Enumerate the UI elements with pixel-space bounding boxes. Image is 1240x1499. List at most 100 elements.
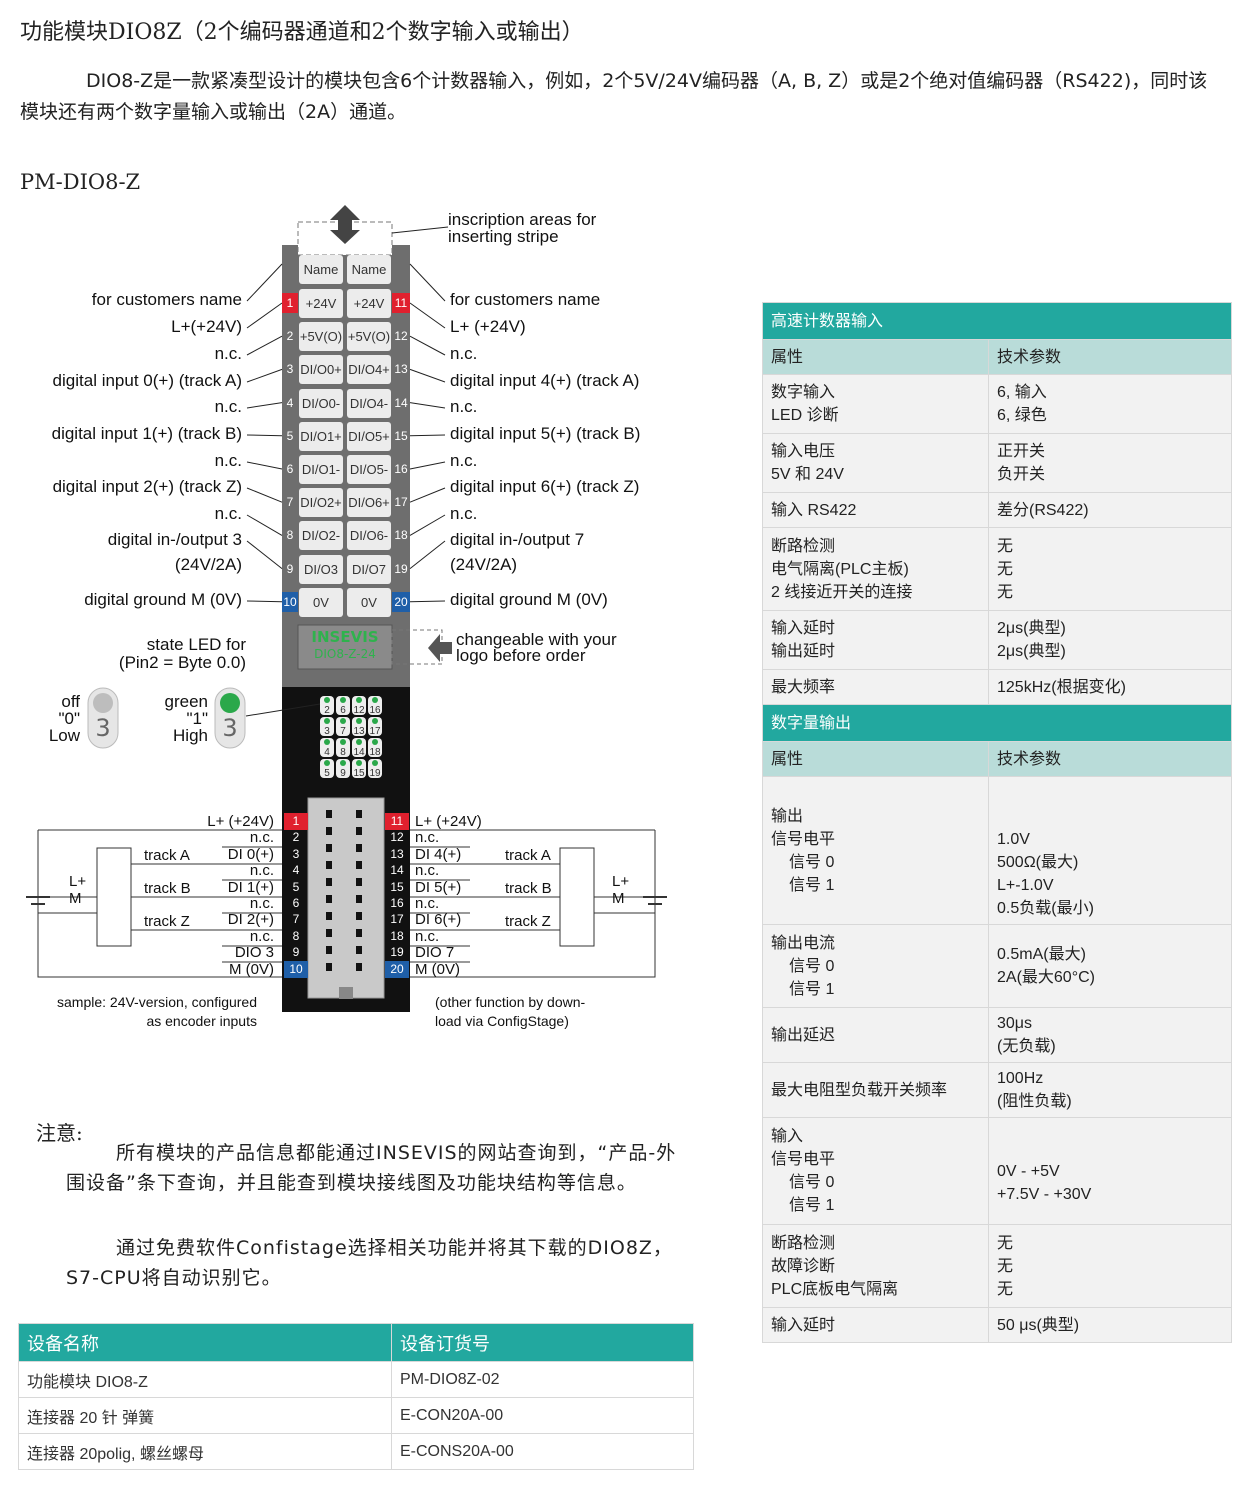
terminal-cell-left: DI/O0- [299, 388, 343, 418]
spec-attr-line: 输入延时 [771, 1316, 836, 1334]
pin-number-left: 8 [286, 528, 294, 543]
spec-attr-line: 输出延时 [771, 643, 836, 660]
wire-label-left: DI 1(+) [227, 878, 274, 896]
off-value: "0" [58, 709, 80, 728]
terminal-cell-left: DI/O3 [299, 554, 343, 584]
side-label-left: digital in-/output 3 [107, 530, 242, 549]
wire-pin-right: 19 [390, 945, 404, 960]
spec-attr-line: 信号 1 [789, 1197, 835, 1214]
led-number: 15 [353, 768, 365, 779]
spec-value-line: (无负载) [997, 1038, 1056, 1055]
track-z-left: track Z [144, 913, 190, 930]
spec-attr-line: 2 线接近开关的连接 [771, 583, 913, 601]
side-label-left: n.c. [214, 451, 242, 470]
terminal-cell-left: DI/O1- [299, 455, 343, 484]
wire-pin-left: 5 [292, 879, 300, 894]
wire-label-right: DI 6(+) [415, 911, 462, 929]
terminal-cell-right: DI/O5+ [347, 421, 391, 451]
spec-attr-line: LED 诊断 [771, 407, 839, 424]
order-cell: E-CON20A-00 [391, 1397, 694, 1434]
side-label-left: (24V/2A) [174, 555, 242, 574]
side-label-left: digital input 2(+) (track Z) [52, 477, 242, 496]
led-indicator [368, 696, 382, 715]
pin-number-right: 19 [394, 561, 408, 576]
spec-attr-cell: 最大频率 [762, 669, 989, 705]
off-level: Low [48, 726, 80, 745]
wire-label-right: DI 5(+) [415, 878, 462, 896]
pin-number-right: 18 [394, 528, 408, 543]
led-number: 7 [340, 726, 346, 737]
page-title: 功能模块DIO8Z（2个编码器通道和2个数字输入或输出） [20, 20, 584, 45]
spec-value-line: +7.5V - +30V [997, 1186, 1092, 1203]
pin-number-right: 15 [394, 428, 408, 443]
led-number: 17 [369, 726, 381, 737]
wire-pin-left: 4 [292, 863, 300, 878]
wire-pin-left: 1 [284, 813, 308, 830]
spec-value-line: 6, 绿色 [997, 407, 1047, 424]
order-cell: PM-DIO8Z-02 [391, 1361, 694, 1398]
spec-value-cell: 30μs(无负载) [988, 1007, 1232, 1063]
side-label-left: for customers name [91, 290, 242, 309]
track-z-right: track Z [505, 913, 551, 930]
spec-attr-cell: 输入 RS422 [762, 492, 989, 528]
track-a-right: track A [505, 847, 551, 864]
wire-label-left: n.c. [249, 927, 274, 945]
side-label-left: L+(+24V) [171, 317, 242, 336]
spec-attr-line: 输入 RS422 [771, 501, 857, 519]
wire-label-right: DIO 7 [415, 944, 455, 962]
led-indicator [320, 759, 334, 778]
spec-value-line: 无 [997, 537, 1014, 555]
led-indicator [320, 717, 334, 736]
side-label-right: n.c. [450, 504, 478, 523]
led-number: 3 [324, 726, 330, 737]
terminal-cell-left: DI/O2- [299, 521, 343, 551]
wire-label-left: n.c. [249, 829, 274, 847]
led-on-digit: 3 [222, 714, 238, 742]
spec-attr-line: 5V 和 24V [771, 466, 844, 483]
spec-attr-line: 输入电压 [771, 443, 836, 460]
spec-attr-line: 输入延时 [771, 620, 836, 637]
spec-attr-cell: 输入延时输出延时 [762, 610, 989, 670]
track-b-right: track B [505, 880, 552, 897]
spec-value-line: 6, 输入 [997, 384, 1047, 401]
spec-section-row: 高速计数器输入 [762, 302, 1232, 340]
wire-label-left: n.c. [249, 895, 274, 912]
order-header-number: 设备订货号 [391, 1323, 694, 1362]
spec-value-line [997, 805, 1223, 828]
connector-plug [307, 797, 385, 999]
note-paragraph-1: 所有模块的产品信息都能通过INSEVIS的网站查询到，“产品-外围设备”条下查询… [66, 1142, 677, 1194]
led-indicator [368, 738, 382, 757]
supply-lplus-right: L+ [612, 873, 630, 890]
spec-attr-cell: 输入电压 5V 和 24V [762, 433, 989, 493]
spec-attr-line: 数字输入 [771, 384, 836, 401]
spec-section-title: 数字量输出 [762, 704, 1232, 742]
side-label-left: n.c. [214, 344, 242, 363]
led-number: 12 [353, 705, 365, 716]
inscription-label-2: inserting stripe [448, 227, 559, 246]
track-a-left: track A [144, 847, 190, 864]
supply-lplus-left: L+ [69, 873, 87, 890]
table-row: 输入 RS422 差分(RS422) [762, 492, 1232, 528]
spec-attr-line: 信号 1 [789, 980, 835, 998]
spec-header-row: 属性技术参数 [762, 339, 1232, 375]
spec-section-title: 高速计数器输入 [762, 302, 1232, 340]
spec-value-line: 差分(RS422) [997, 501, 1089, 519]
spec-value-line: 0.5负载(最小) [997, 900, 1094, 917]
wire-pin-right: 12 [390, 830, 404, 845]
side-label-right: digital input 4(+) (track A) [450, 371, 640, 390]
terminal-cell-right: DI/O7 [347, 554, 391, 584]
spec-value-line: 正开关 [997, 443, 1046, 460]
spec-value-line: 2μs(典型) [997, 620, 1066, 637]
spec-attr-line: 故障诊断 [771, 1257, 836, 1275]
led-indicator [368, 759, 382, 778]
side-label-right: n.c. [450, 397, 478, 416]
note-paragraph-2: 通过免费软件Confistage选择相关功能并将其下载的DIO8Z，S7-CPU… [66, 1237, 673, 1289]
order-cell: 连接器 20 针 弹簧 [18, 1397, 392, 1434]
wire-label-right: n.c. [415, 895, 440, 912]
side-label-right: n.c. [450, 344, 478, 363]
led-indicator [352, 717, 366, 736]
